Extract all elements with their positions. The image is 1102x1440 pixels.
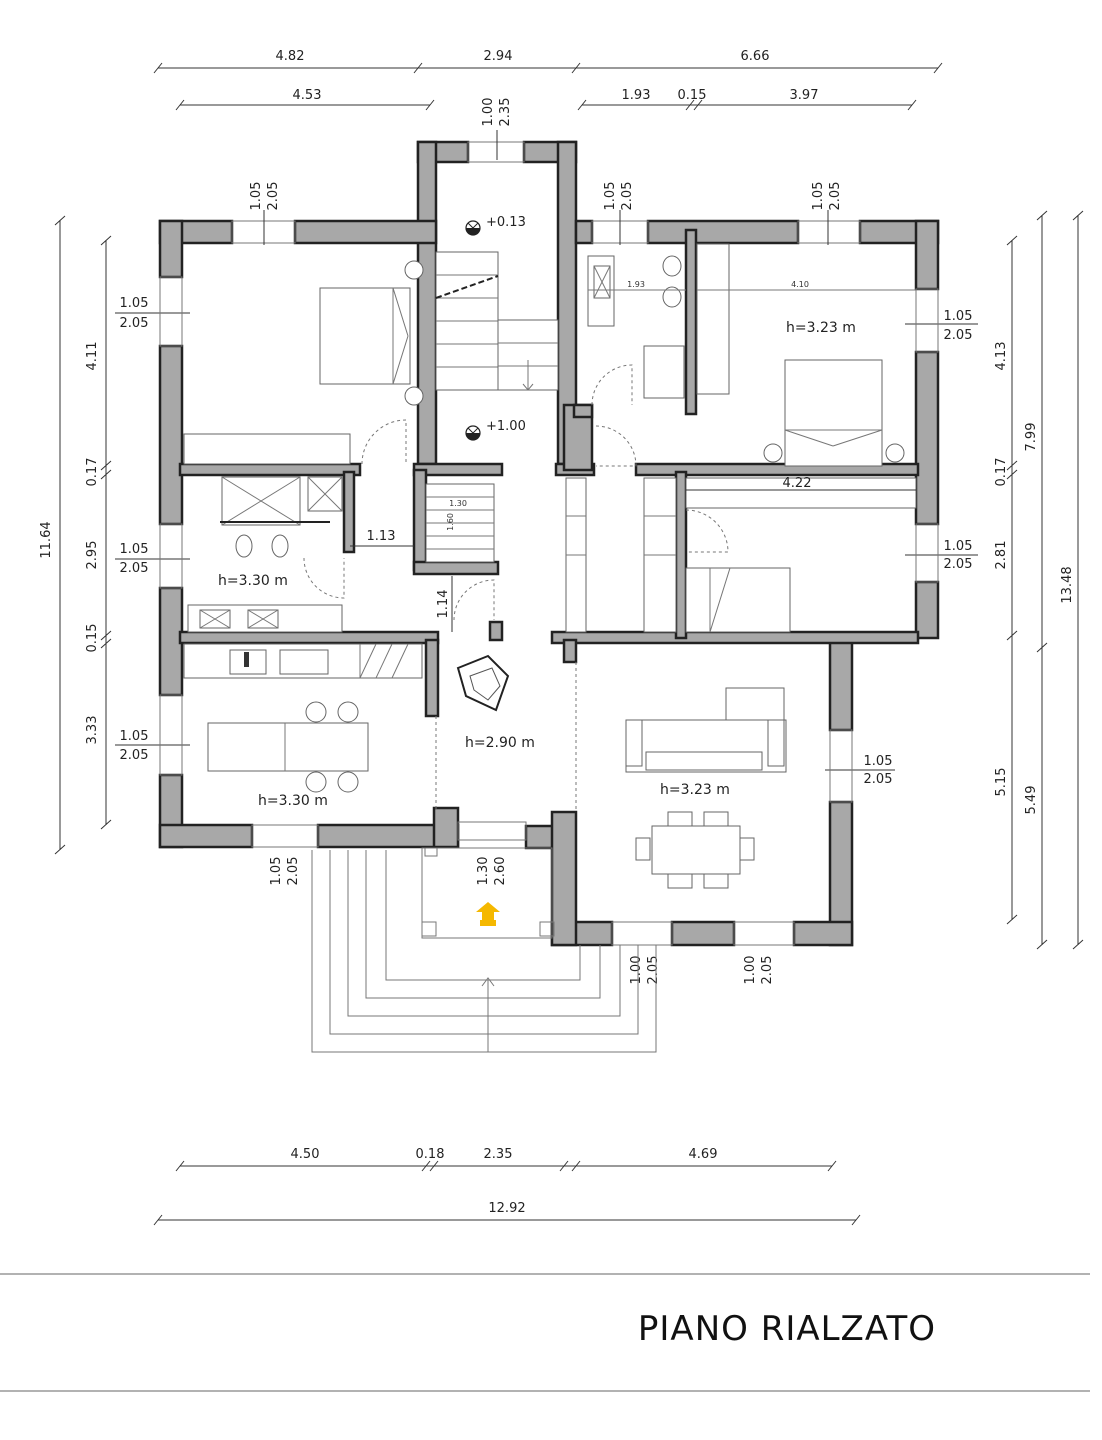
dim-interior-422: 4.22 xyxy=(783,476,812,491)
win-top-4b: 2.05 xyxy=(828,182,843,211)
win-left-1b: 2.05 xyxy=(120,316,149,331)
dim-right-mid-1: 7.99 xyxy=(1024,423,1039,452)
win-left-3b: 2.05 xyxy=(120,748,149,763)
small-stair-furniture: 1.30 1.60 1.14 xyxy=(425,483,495,632)
dim-left-5: 3.33 xyxy=(85,716,100,745)
dim-interior-130: 1.30 xyxy=(449,499,467,508)
dim-left-4: 0.15 xyxy=(85,624,100,653)
room-height-living: h=3.23 m xyxy=(660,782,730,798)
dim-left-outer: 11.64 xyxy=(39,521,54,558)
dim-right-2: 0.17 xyxy=(994,458,1009,487)
dim-right-mid-2: 5.49 xyxy=(1024,786,1039,815)
dim-top-4: 4.53 xyxy=(293,88,322,103)
dim-left-3: 2.95 xyxy=(85,541,100,570)
dim-bottom-3: 2.35 xyxy=(484,1147,513,1162)
win-left-2b: 2.05 xyxy=(120,561,149,576)
entrance-arrow-icon xyxy=(476,902,500,920)
dim-interior-113: 1.13 xyxy=(367,529,396,544)
dim-right-4: 5.15 xyxy=(994,768,1009,797)
win-bot-1a: 1.05 xyxy=(269,857,284,886)
window-labels-top: 1.05 2.05 1.00 2.35 1.05 2.05 1.05 2.05 xyxy=(249,98,843,245)
win-left-3a: 1.05 xyxy=(120,729,149,744)
win-left-2a: 1.05 xyxy=(120,542,149,557)
win-top-1a: 1.05 xyxy=(249,182,264,211)
dim-top-5: 1.93 xyxy=(622,88,651,103)
window-frames xyxy=(159,141,939,946)
dim-left-2: 0.17 xyxy=(85,458,100,487)
bathroom-left-furniture: h=3.30 m 1.13 xyxy=(187,476,414,633)
win-bot-4a: 1.00 xyxy=(743,956,758,985)
room-height-bathroom-left: h=3.30 m xyxy=(218,573,288,589)
win-bot-2a: 1.30 xyxy=(476,857,491,886)
bedroom-left-furniture xyxy=(183,260,424,465)
top-dimensions: 4.82 2.94 6.66 4.53 1.93 0.15 3.97 xyxy=(153,49,943,111)
win-bot-2b: 2.60 xyxy=(493,857,508,886)
dim-left-1: 4.11 xyxy=(85,342,100,371)
kitchen-furniture: h=3.30 m xyxy=(183,643,423,809)
dim-right-outer: 13.48 xyxy=(1060,566,1075,603)
dim-top-1: 4.82 xyxy=(276,49,305,64)
room-height-bedroom-right: h=3.23 m xyxy=(786,320,856,336)
corridor-details xyxy=(435,477,677,812)
bottom-dimensions: 4.50 0.18 2.35 4.69 12.92 xyxy=(153,1147,861,1226)
dim-bottom-4: 4.69 xyxy=(689,1147,718,1162)
room-height-hall: h=2.90 m xyxy=(465,735,535,751)
plan-title: PIANO RIALZATO xyxy=(638,1309,936,1349)
dim-top-7: 3.97 xyxy=(790,88,819,103)
win-right-3a: 1.05 xyxy=(864,754,893,769)
win-bot-3a: 1.00 xyxy=(629,956,644,985)
bedroom-lower-right-furniture: 4.22 xyxy=(685,476,917,633)
win-top-3a: 1.05 xyxy=(603,182,618,211)
win-top-4a: 1.05 xyxy=(811,182,826,211)
bedroom-right-furniture: 4.10 h=3.23 m xyxy=(696,243,916,467)
win-top-3b: 2.05 xyxy=(620,182,635,211)
win-right-3b: 2.05 xyxy=(864,772,893,787)
win-right-1a: 1.05 xyxy=(944,309,973,324)
level-markers: +0.13 +1.00 xyxy=(465,215,526,441)
dim-interior-410: 4.10 xyxy=(791,280,809,289)
level-upper: +0.13 xyxy=(486,215,526,230)
window-labels-bottom: 1.05 2.05 1.30 2.60 1.00 2.05 1.00 2.05 xyxy=(269,857,775,985)
dim-top-6: 0.15 xyxy=(678,88,707,103)
win-top-1b: 2.05 xyxy=(266,182,281,211)
dim-right-1: 4.13 xyxy=(994,342,1009,371)
dim-top-3: 6.66 xyxy=(741,49,770,64)
win-bot-4b: 2.05 xyxy=(760,956,775,985)
dim-right-3: 2.81 xyxy=(994,541,1009,570)
win-bot-3b: 2.05 xyxy=(646,956,661,985)
dim-bottom-2: 0.18 xyxy=(416,1147,445,1162)
win-right-2a: 1.05 xyxy=(944,539,973,554)
right-dimensions: 4.13 0.17 2.81 5.15 7.99 5.49 13.48 1.05… xyxy=(825,210,1084,950)
win-bot-1b: 2.05 xyxy=(286,857,301,886)
living-furniture: h=3.23 m xyxy=(625,687,787,889)
win-right-2b: 2.05 xyxy=(944,557,973,572)
dim-bottom-1: 4.50 xyxy=(291,1147,320,1162)
stairs xyxy=(435,251,559,391)
dim-interior-160: 1.60 xyxy=(446,513,455,531)
level-lower: +1.00 xyxy=(486,419,526,434)
win-left-1a: 1.05 xyxy=(120,296,149,311)
hall-furniture: h=2.90 m xyxy=(456,654,535,751)
dim-bottom-total: 12.92 xyxy=(488,1201,525,1216)
dim-top-2: 2.94 xyxy=(484,49,513,64)
win-top-2a: 1.00 xyxy=(481,98,496,127)
title-block: PIANO RIALZATO xyxy=(0,1273,1090,1392)
win-right-1b: 2.05 xyxy=(944,328,973,343)
dim-interior-193: 1.93 xyxy=(627,280,645,289)
dim-interior-114: 1.14 xyxy=(436,590,451,619)
win-top-2b: 2.35 xyxy=(498,98,513,127)
room-height-kitchen: h=3.30 m xyxy=(258,793,328,809)
entrance-steps xyxy=(311,847,657,1053)
left-dimensions: 11.64 4.11 0.17 2.95 0.15 3.33 1.05 2.05… xyxy=(39,215,190,855)
bathroom-top-right-furniture: 1.93 xyxy=(587,255,686,467)
